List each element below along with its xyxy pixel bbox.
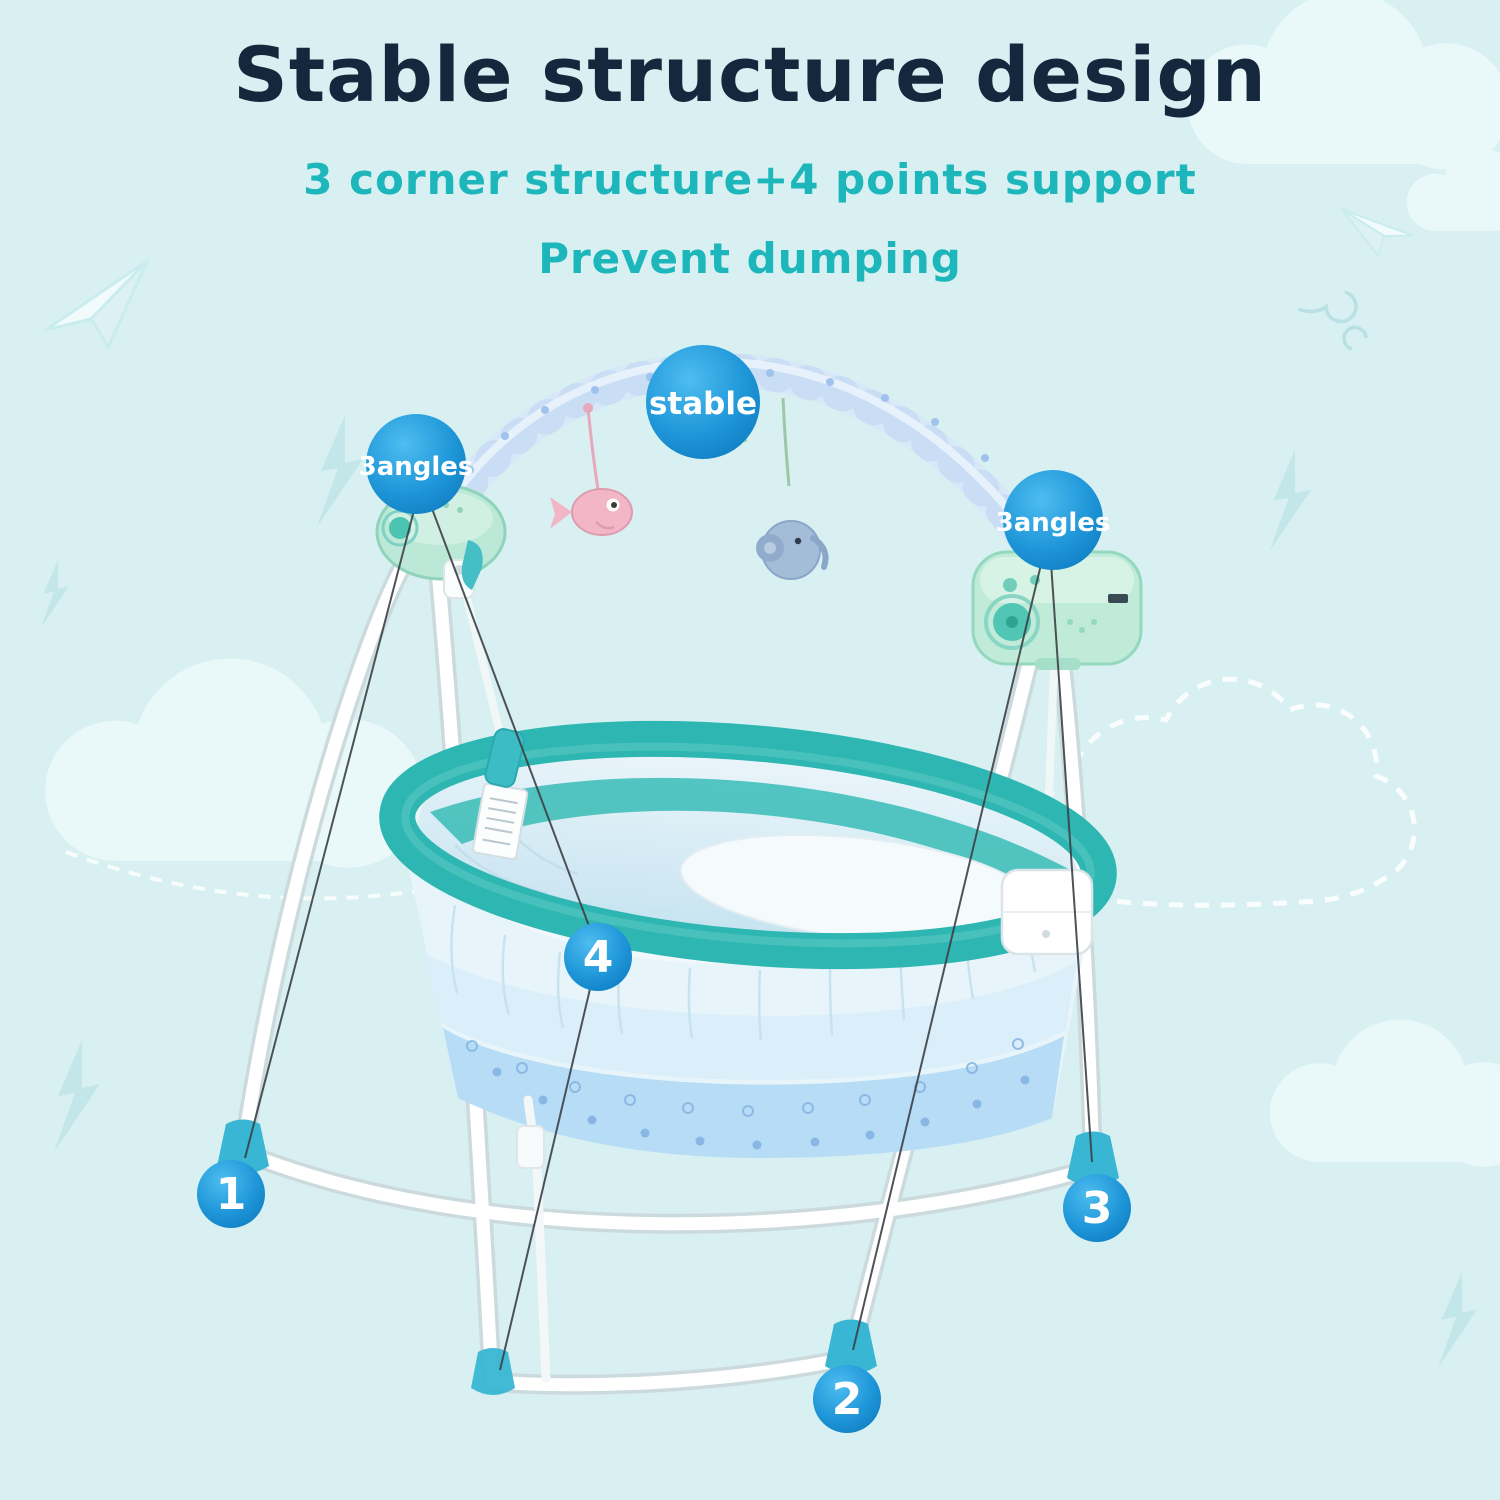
badge-angles-right-label: 3angles [996, 508, 1111, 538]
lightning-icon [317, 415, 363, 527]
elephant-toy [756, 520, 829, 580]
foot-cap-4 [471, 1348, 515, 1395]
badge-angles-right: 3angles [996, 470, 1111, 570]
elephant-string [781, 397, 791, 487]
badge-stable-label: stable [649, 386, 757, 422]
support-point-4-label: 4 [583, 932, 614, 983]
hanging-toys [550, 391, 829, 580]
cloud-bottom-right [1269, 1019, 1500, 1167]
skirt-folds [450, 904, 1037, 1041]
support-point-2: 2 [813, 1365, 881, 1433]
subtitle-prevent: Prevent dumping [538, 234, 962, 283]
badge-angles-left: 3angles [359, 414, 474, 514]
rim-strap-left [484, 728, 526, 788]
inner-back-wall [430, 777, 1078, 902]
lightning-icon [1438, 1272, 1478, 1368]
care-tag [472, 782, 529, 861]
support-point-3-label: 3 [1082, 1183, 1113, 1234]
badge-stable: stable [646, 345, 760, 459]
lightning-icon [54, 1040, 100, 1152]
lightning-icon [1269, 450, 1312, 551]
foot-cap-2 [825, 1319, 877, 1374]
skirt-pattern-band [443, 1028, 1064, 1158]
dashed-cloud-outline [1028, 676, 1417, 908]
usb-port [1108, 594, 1128, 603]
dashed-line-left [65, 850, 467, 901]
strap-buckle [516, 1125, 545, 1169]
foot-caps [217, 1119, 1119, 1395]
header: Stable structure design 3 corner structu… [0, 0, 1500, 283]
support-point-1-label: 1 [216, 1169, 247, 1220]
foot-cap-3 [1067, 1131, 1119, 1186]
page-title: Stable structure design [233, 30, 1267, 119]
rim-holder-right [1000, 868, 1094, 956]
fish-string [586, 407, 600, 491]
support-point-3: 3 [1063, 1174, 1131, 1242]
support-point-4: 4 [564, 923, 632, 991]
bassinet-rim [379, 720, 1117, 970]
fish-toy [550, 488, 633, 536]
swirl-icon [1297, 290, 1368, 351]
support-point-1: 1 [197, 1160, 265, 1228]
skirt-pattern-rings [466, 1038, 1024, 1117]
bassinet [379, 720, 1117, 1158]
skirt-pattern-dots [492, 1067, 1030, 1150]
support-point-2-label: 2 [832, 1374, 863, 1425]
lightning-icon [41, 560, 69, 628]
subtitle-support: 3 corner structure+4 points support [303, 155, 1197, 204]
annotation-lines [244, 494, 1093, 1371]
badge-angles-left-label: 3angles [359, 452, 474, 482]
